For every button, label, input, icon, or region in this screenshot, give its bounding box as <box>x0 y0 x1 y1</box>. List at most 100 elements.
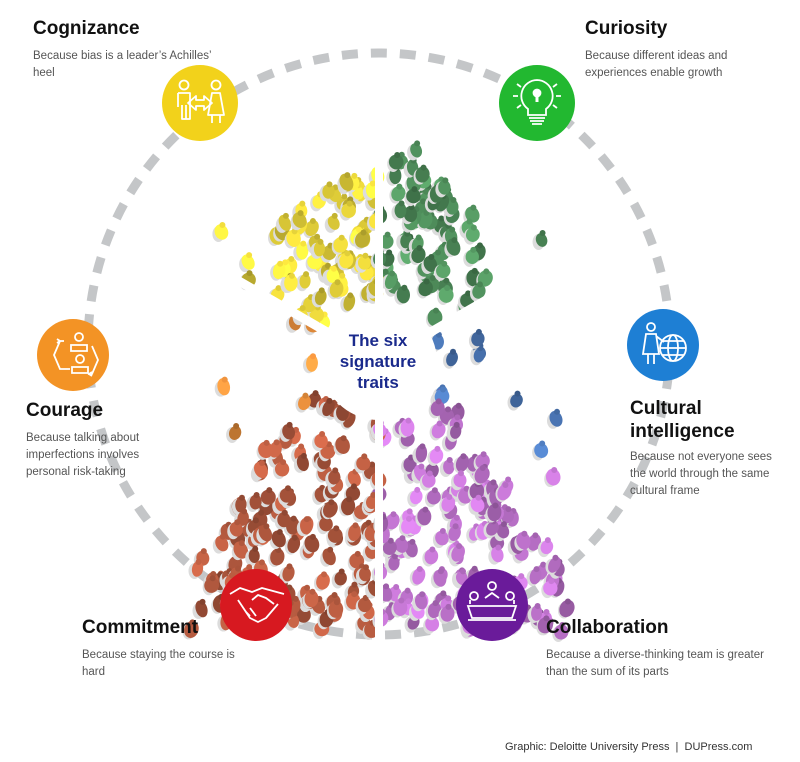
crowd-figure <box>282 424 295 440</box>
center-title-line: signature <box>339 352 417 371</box>
crowd-figure <box>292 212 307 228</box>
crowd-figure <box>269 441 282 458</box>
trait-description: Because a diverse-thinking team is great… <box>546 649 764 678</box>
crowd-figure-head <box>347 292 354 299</box>
crowd-figure-head <box>540 561 547 568</box>
crowd-figure-head <box>456 543 463 550</box>
crowd-figure-head <box>314 233 321 240</box>
crowd-figure-head <box>445 595 452 602</box>
crowd-figure-head <box>409 538 416 545</box>
crowd-figure-head <box>450 348 457 355</box>
crowd-figure <box>258 524 273 542</box>
crowd-figure-head <box>514 390 521 397</box>
crowd-figure-head <box>445 406 452 413</box>
crowd-figure-head <box>317 238 324 245</box>
trait-description: Because talking about imperfections invo… <box>26 432 140 478</box>
crowd-figure <box>253 461 268 479</box>
crowd-figure-head <box>360 229 367 236</box>
crowd-figure-head <box>341 193 348 200</box>
handshake-icon <box>229 587 285 623</box>
crowd-figure-head <box>346 496 353 503</box>
crowd-figure-head <box>235 565 242 572</box>
crowd-figure-head <box>543 608 550 615</box>
crowd-figure-head <box>246 252 253 259</box>
crowd-figure-head <box>431 487 438 494</box>
crowd-figure-head <box>404 587 411 594</box>
crowd-figure-head <box>263 523 270 530</box>
crowd-figure-head <box>344 250 351 257</box>
crowd-figure-head <box>362 564 369 571</box>
crowd-figure-head <box>299 200 306 207</box>
crowd-figure-head <box>338 234 345 241</box>
crowd-figure-head <box>398 200 405 207</box>
crowd-figure-head <box>401 284 408 291</box>
crowd-figure-head <box>386 249 393 256</box>
person-globe-icon <box>641 322 687 364</box>
crowd-figure <box>465 227 480 242</box>
crowd-figure-head <box>253 491 260 498</box>
courage-icon-badge[interactable] <box>37 319 109 391</box>
crowd-figure <box>415 593 428 610</box>
crowd-figure-head <box>416 566 423 573</box>
commitment-icon-badge[interactable] <box>220 569 292 641</box>
crowd-figure <box>249 494 262 510</box>
crowd-figure <box>403 206 418 223</box>
crowd-figure-head <box>382 268 389 275</box>
crowd-figure-head <box>275 285 282 292</box>
crowd-figure <box>412 567 426 585</box>
crowd-figure-head <box>436 420 443 427</box>
crowd-figure-head <box>483 268 490 275</box>
crowd-figure <box>531 605 543 621</box>
crowd-figure-head <box>362 252 369 259</box>
crowd-figure <box>241 254 255 270</box>
crowd-figure <box>418 280 433 297</box>
crowd-figure-head <box>276 528 283 535</box>
crowd-figure-head <box>452 523 459 530</box>
crowd-figure <box>545 468 561 486</box>
crowd-figure-head <box>419 443 426 450</box>
crowd-figure-head <box>418 463 425 470</box>
crowd-figure <box>450 424 462 439</box>
crowd-figure <box>385 513 400 530</box>
crowd-figure-head <box>199 598 206 605</box>
crowd-figure-head <box>460 453 467 460</box>
crowd-figure <box>258 441 274 459</box>
crowd-figure <box>543 580 558 596</box>
crowd-figure-head <box>370 492 377 499</box>
crowd-figure <box>357 255 371 270</box>
crowd-figure <box>393 598 408 617</box>
crowd-figure <box>410 489 423 505</box>
crowd-figure-head <box>281 509 288 516</box>
crowd-figure-head <box>534 603 541 610</box>
crowd-figure-head <box>286 563 293 570</box>
crowd-figure-head <box>299 305 306 312</box>
crowd-figure <box>298 395 311 411</box>
crowd-figure <box>500 508 515 524</box>
crowd-figure-head <box>419 591 426 598</box>
crowd-figure <box>322 399 335 417</box>
crowd-figure-head <box>432 600 439 607</box>
crowd-figure <box>540 540 554 555</box>
crowd-figure-head <box>228 572 235 579</box>
crowd-figure-head <box>438 215 445 222</box>
crowd-figure-head <box>405 417 412 424</box>
crowd-figure-head <box>384 231 391 238</box>
cultural-intelligence-icon-badge[interactable] <box>627 309 699 381</box>
crowd-figure-head <box>326 181 333 188</box>
crowd-figure <box>510 393 523 408</box>
crowd-figure-head <box>455 402 462 409</box>
crowd-figure <box>405 540 418 558</box>
crowd-figure-head <box>369 461 376 468</box>
crowd-figure-head <box>470 224 477 231</box>
crowd-figure <box>382 540 397 556</box>
crowd-figure <box>388 154 404 170</box>
cognizance-icon-badge[interactable] <box>162 65 238 141</box>
curiosity-icon-badge[interactable] <box>499 65 575 141</box>
crowd-figure-head <box>309 533 316 540</box>
crowd-figure-head <box>426 470 433 477</box>
collaboration-icon-badge[interactable] <box>456 569 528 641</box>
crowd-figure-head <box>391 553 398 560</box>
crowd-figure-head <box>298 443 305 450</box>
crowd-figure <box>328 600 344 618</box>
crowd-figure <box>354 231 371 248</box>
